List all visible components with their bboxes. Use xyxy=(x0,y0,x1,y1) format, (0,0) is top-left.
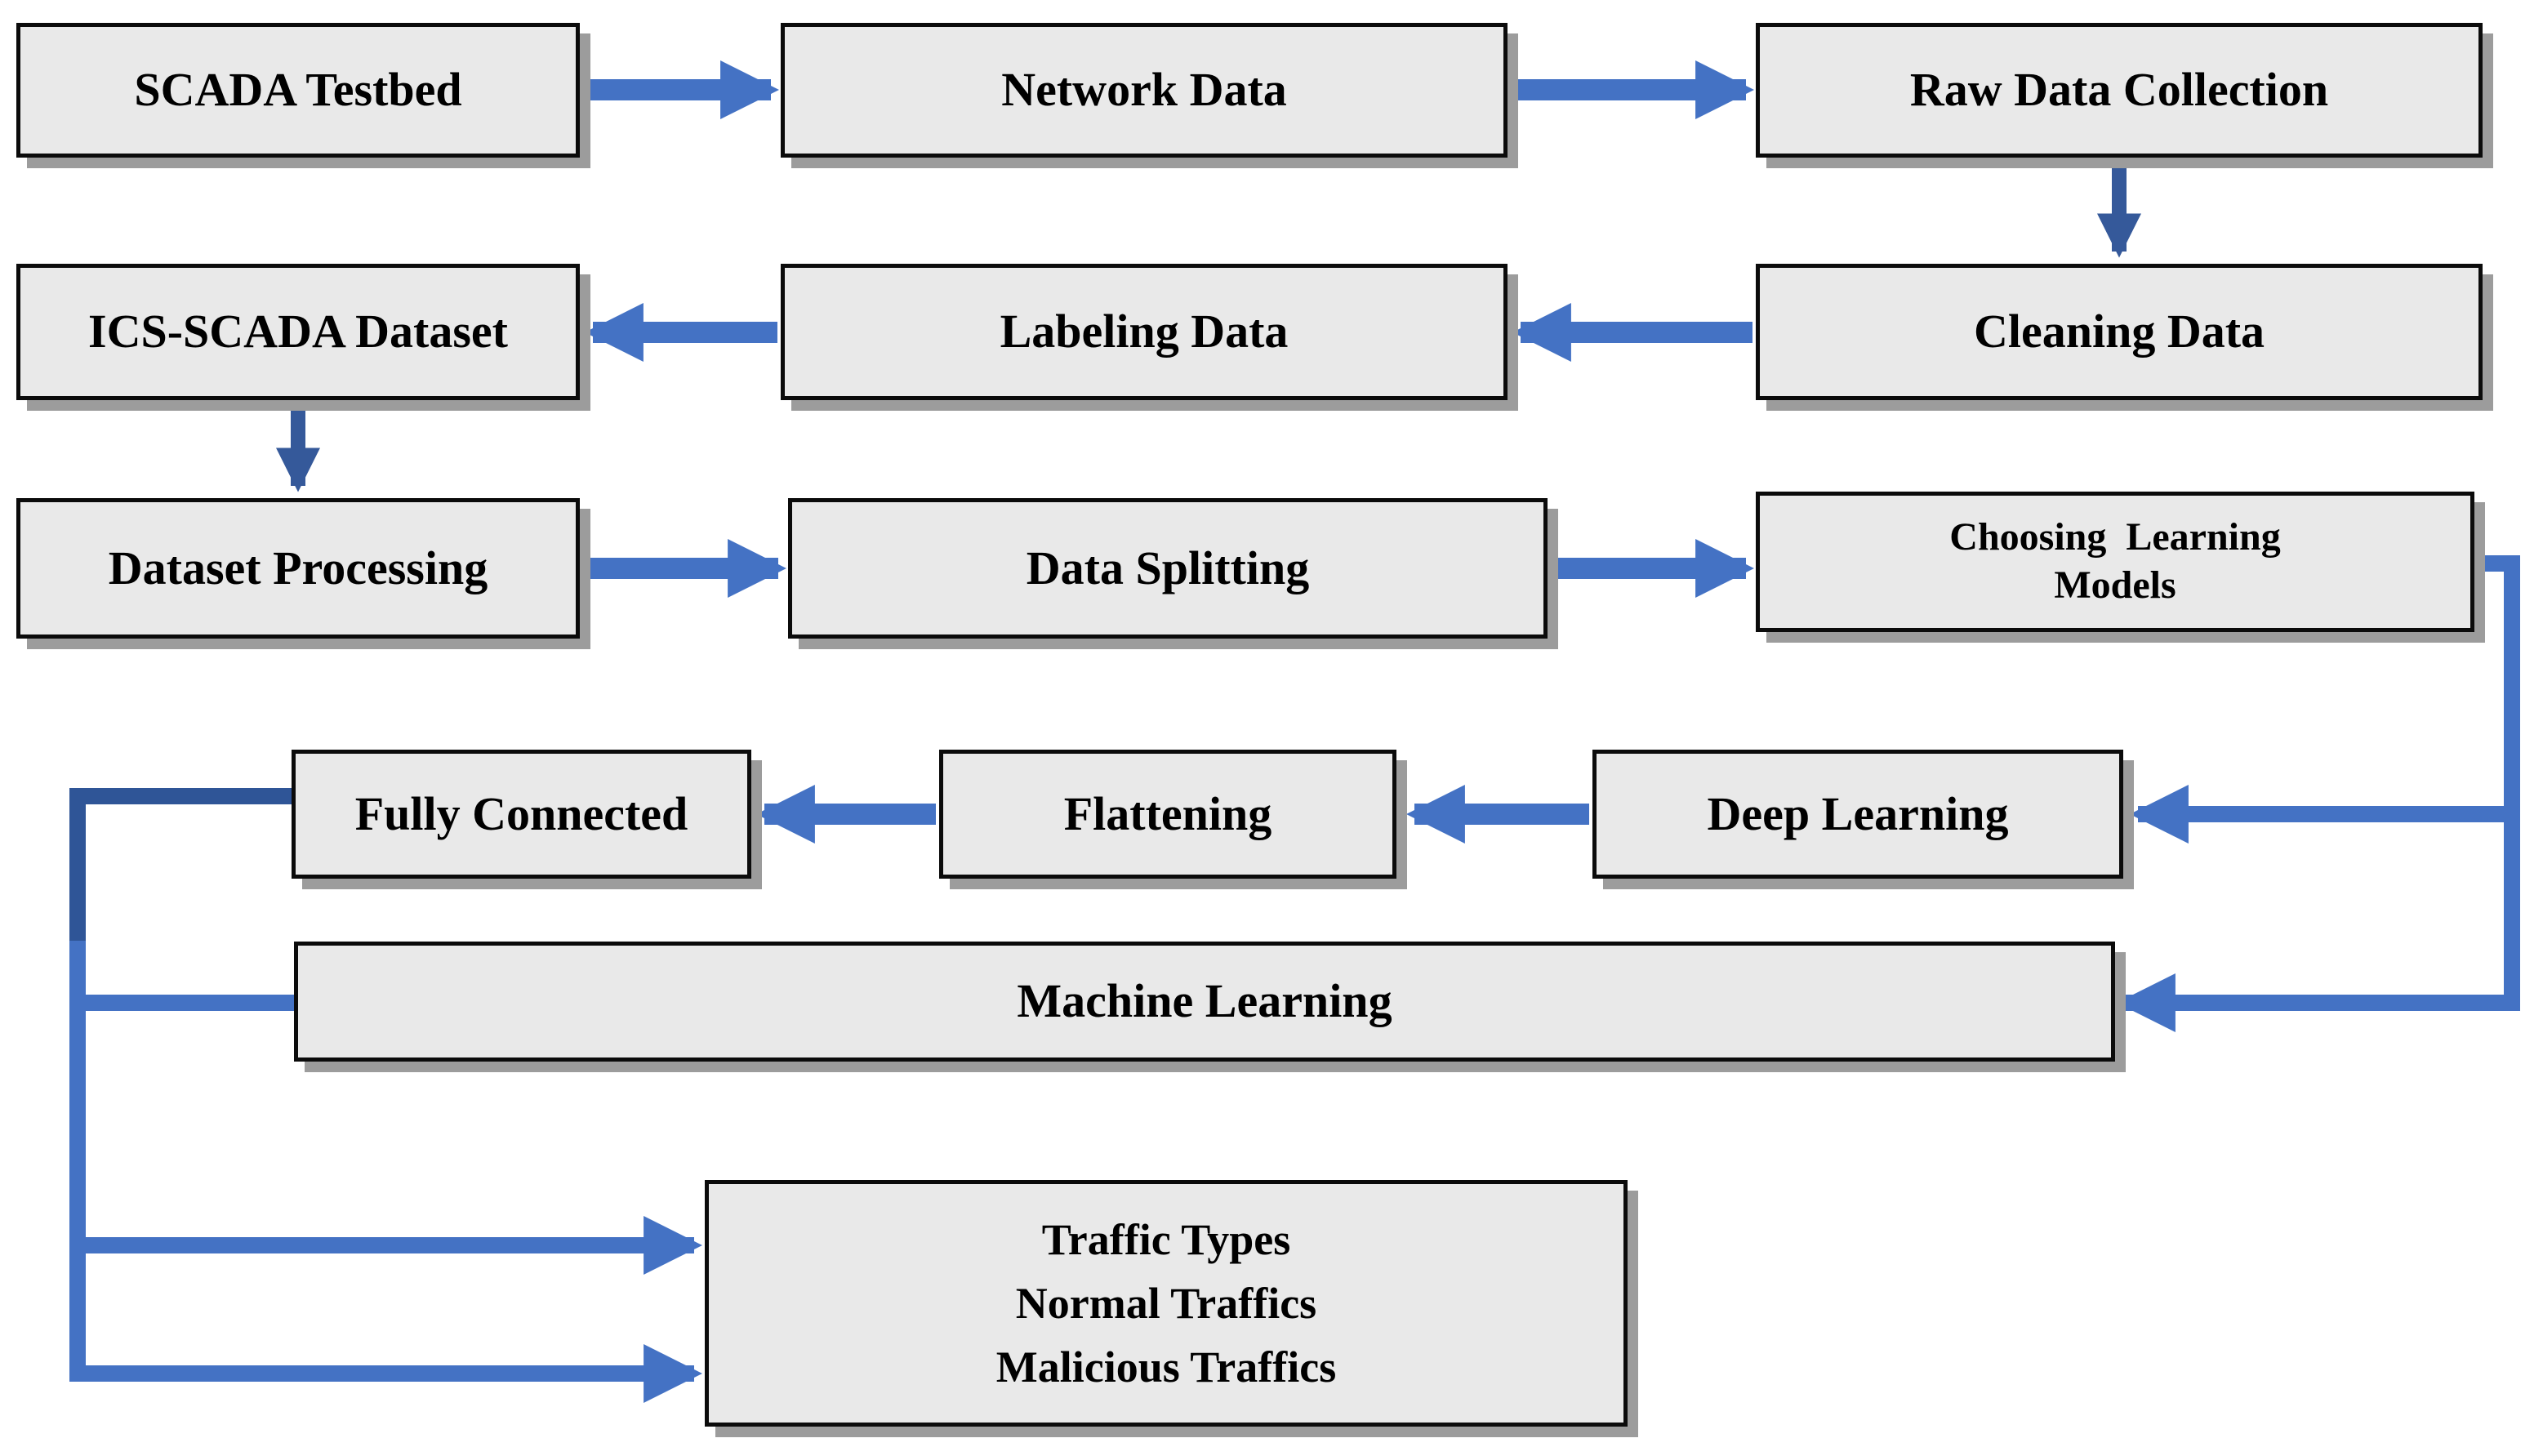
node-label-line-2: Normal Traffics xyxy=(1015,1279,1317,1328)
node-label: ICS-SCADA Dataset xyxy=(88,305,508,358)
node-flattening: Flattening xyxy=(939,750,1396,879)
node-data-splitting: Data Splitting xyxy=(788,498,1548,639)
node-raw-data-collection: Raw Data Collection xyxy=(1756,23,2483,158)
node-ics-scada-dataset: ICS-SCADA Dataset xyxy=(16,264,580,400)
node-machine-learning: Machine Learning xyxy=(294,942,2115,1062)
edge-fully-connected-to-left-trunk xyxy=(69,788,298,951)
node-cleaning-data: Cleaning Data xyxy=(1756,264,2483,400)
node-deep-learning: Deep Learning xyxy=(1592,750,2123,879)
node-label: Labeling Data xyxy=(1000,305,1289,358)
node-label: Dataset Processing xyxy=(108,541,488,594)
node-label: Machine Learning xyxy=(1017,974,1392,1028)
node-label: Raw Data Collection xyxy=(1909,63,2329,117)
node-label-line-3: Malicious Traffics xyxy=(995,1342,1337,1391)
node-label: SCADA Testbed xyxy=(134,63,462,117)
node-label: Fully Connected xyxy=(354,786,688,840)
node-label-line-1: Traffic Types xyxy=(1041,1215,1291,1264)
edge-trunk-to-traffic-bottom xyxy=(69,941,703,1403)
node-choosing-learning-models: Choosing Learning Models xyxy=(1756,492,2474,632)
edge-choosing-to-machine-learning xyxy=(2116,555,2520,1032)
node-network-data: Network Data xyxy=(781,23,1508,158)
node-scada-testbed: SCADA Testbed xyxy=(16,23,580,158)
node-traffic-types: Traffic Types Normal Traffics Malicious … xyxy=(705,1180,1628,1427)
node-label: Flattening xyxy=(1063,786,1272,840)
node-label-line-1: Choosing Learning xyxy=(1949,515,2281,559)
node-label: Deep Learning xyxy=(1707,786,2009,840)
node-label: Data Splitting xyxy=(1026,541,1310,594)
node-dataset-processing: Dataset Processing xyxy=(16,498,580,639)
node-fully-connected: Fully Connected xyxy=(292,750,751,879)
node-label-line-2: Models xyxy=(2054,563,2176,607)
node-labeling-data: Labeling Data xyxy=(781,264,1508,400)
node-label: Network Data xyxy=(1001,63,1287,117)
node-label: Cleaning Data xyxy=(1973,305,2265,358)
